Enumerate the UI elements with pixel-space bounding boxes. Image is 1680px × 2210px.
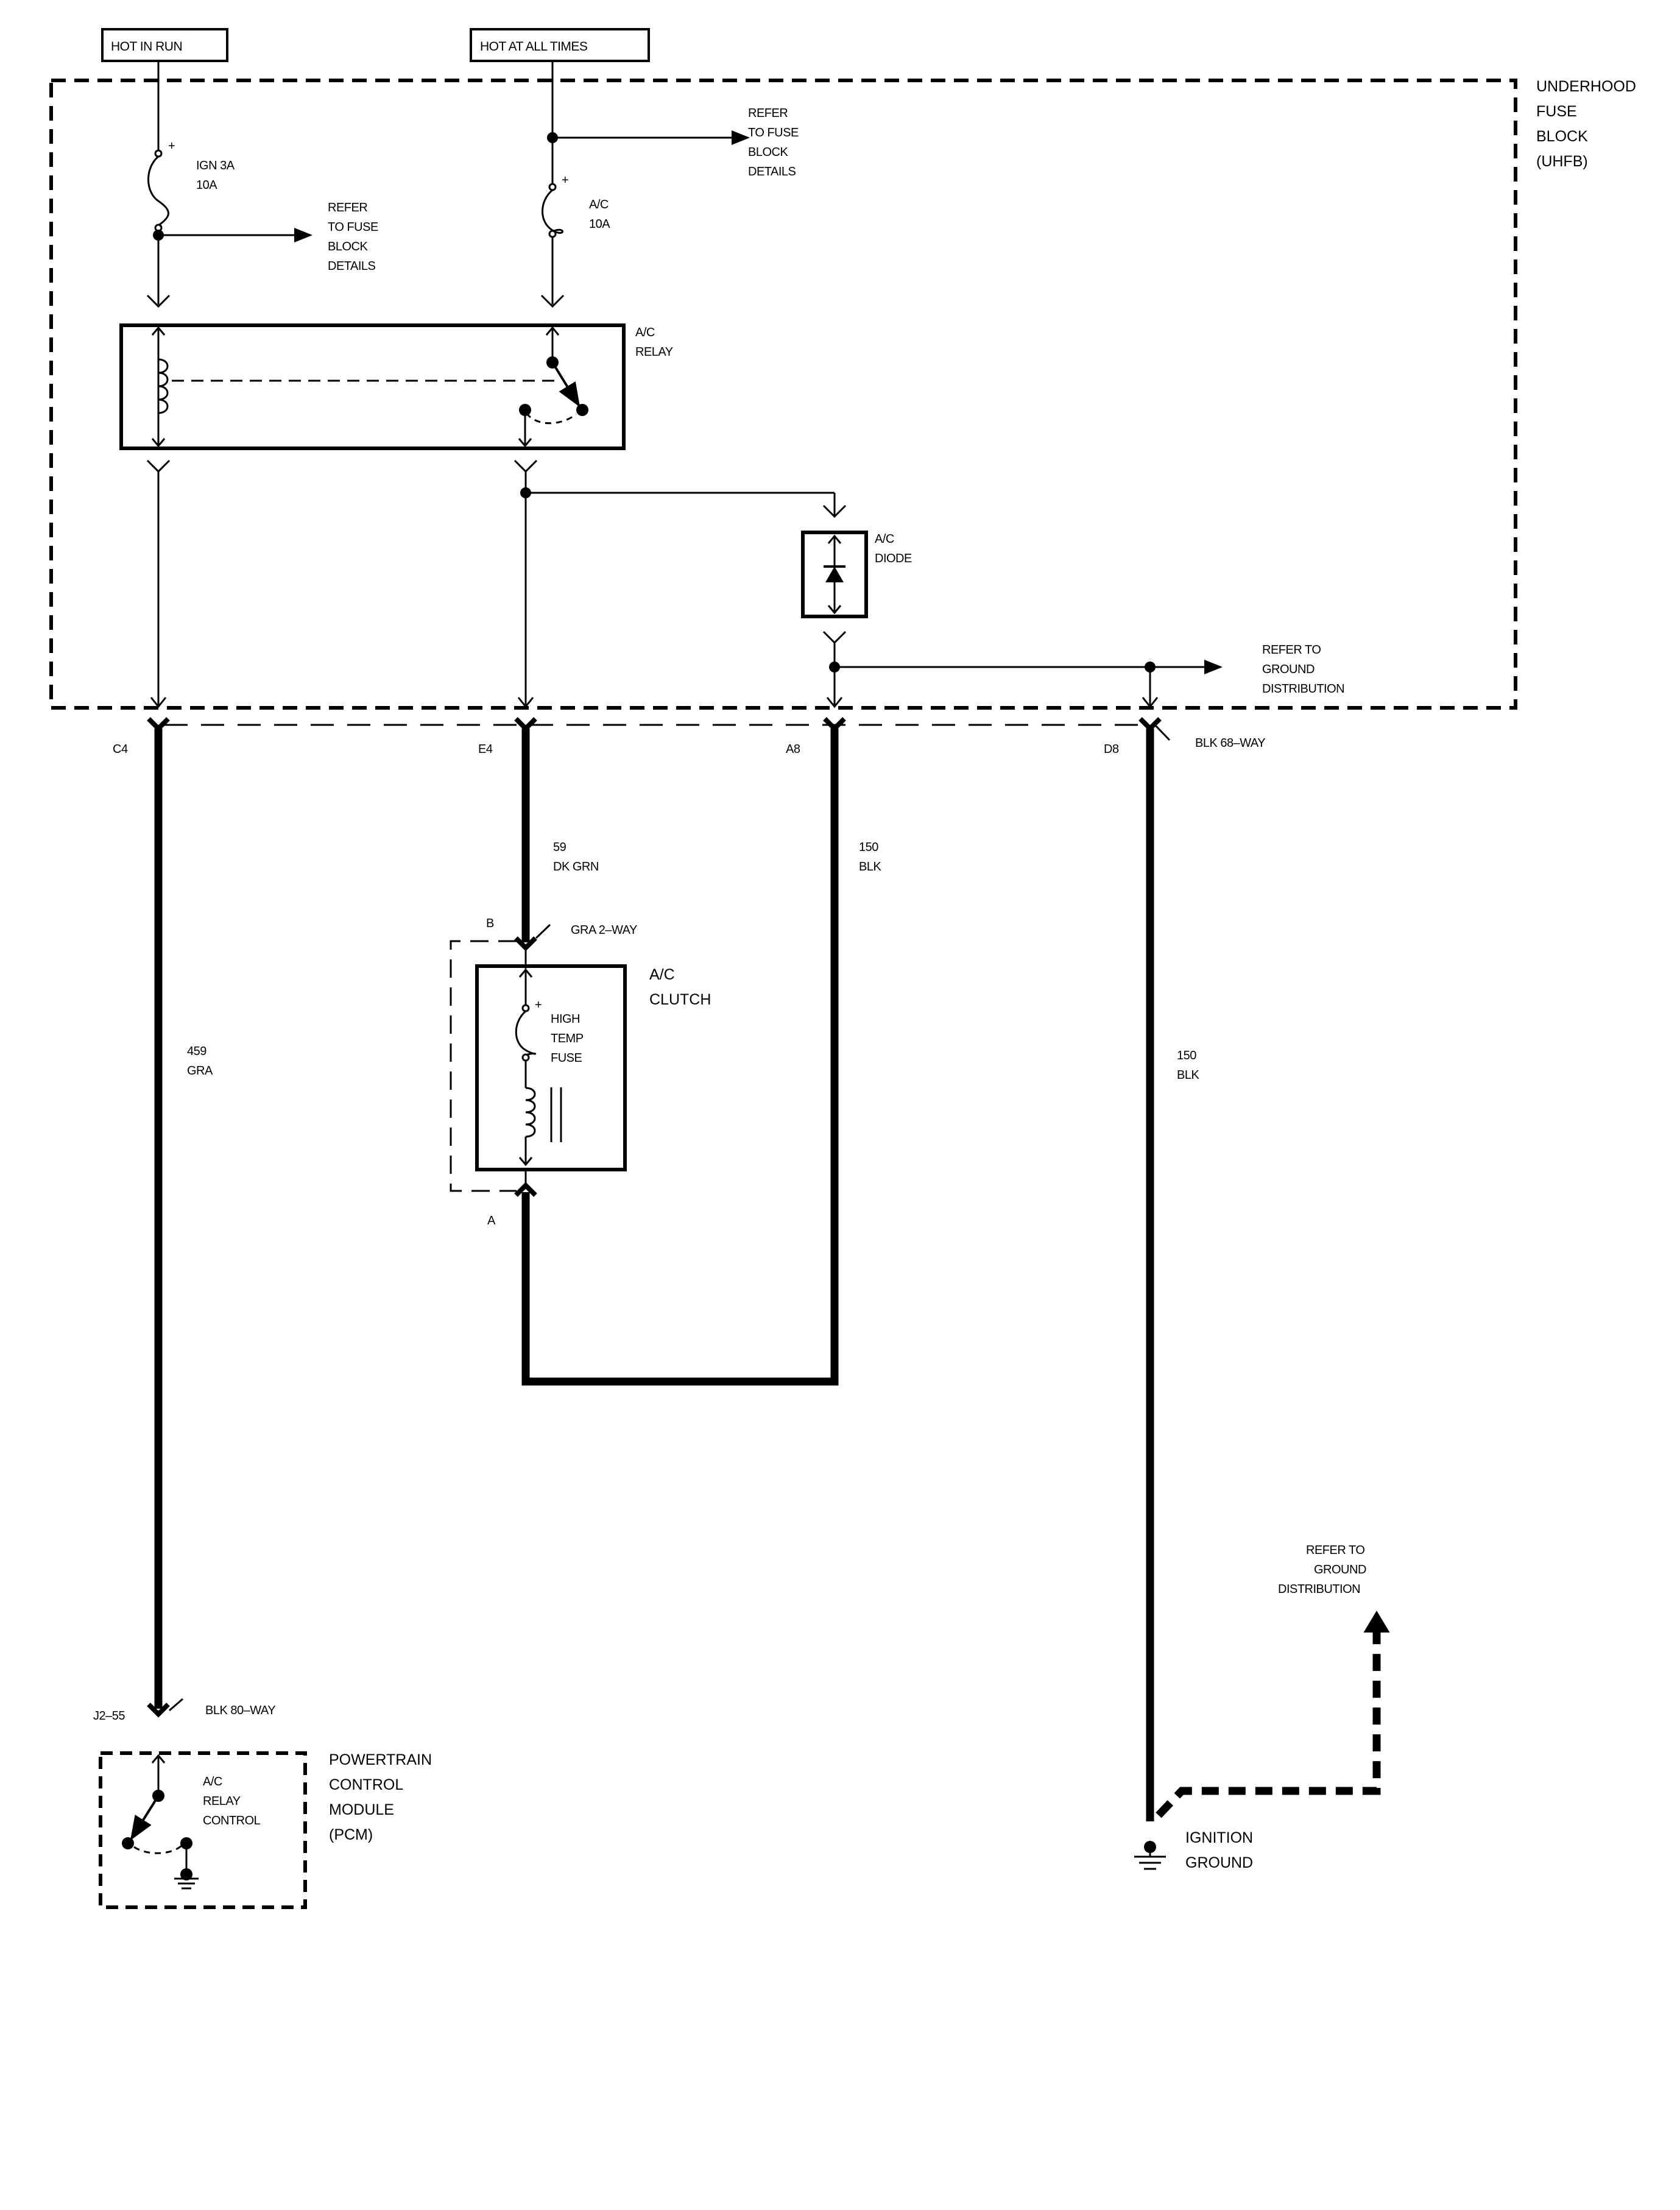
refer-fuse-right-line-1: REFER <box>748 107 788 120</box>
diode-label-line-2: DIODE <box>875 552 912 565</box>
refer-fuse-right-line-4: DETAILS <box>748 165 796 178</box>
clutch-label-line-2: CLUTCH <box>649 991 711 1008</box>
pcm-label-line-4: (PCM) <box>329 1826 373 1843</box>
refer-fuse-left-line-3: BLOCK <box>328 240 368 253</box>
relay-terminal-87-connector <box>514 459 538 473</box>
ground-distribution-path <box>1156 1625 1381 1818</box>
relay-switch-contact <box>576 404 588 416</box>
ac-clutch: + HIGH TEMP FUSE A/C CLUTCH <box>475 948 711 1188</box>
clutch-fuse-line-3: FUSE <box>551 1051 582 1065</box>
pcm-pin-label: J2–55 <box>93 1709 125 1723</box>
clutch-fuse-plus: + <box>535 998 542 1012</box>
hot-at-all-times-source: HOT AT ALL TIMES <box>470 28 650 62</box>
refer-ground-bottom-line-2: GROUND <box>1314 1563 1366 1576</box>
refer-ground-bottom-line-3: DISTRIBUTION <box>1278 1583 1360 1596</box>
ac-fuse-circuit: REFER TO FUSE BLOCK DETAILS + A/C 10A <box>540 61 799 308</box>
clutch-fuse-line-1: HIGH <box>551 1012 580 1026</box>
wire-150a-circuit: 150 <box>859 841 878 854</box>
pcm-connector-name: BLK 80–WAY <box>205 1704 275 1717</box>
ac-fuse-name: A/C <box>589 198 609 211</box>
ground-distribution-arrow <box>1363 1611 1390 1633</box>
relay-terminal-85-connector <box>146 294 171 308</box>
uhfb-label-line-2: FUSE <box>1536 103 1577 120</box>
pcm-label-line-2: CONTROL <box>329 1776 403 1793</box>
refer-ground-top-line-3: DISTRIBUTION <box>1262 682 1344 696</box>
wire-459-color: GRA <box>187 1064 213 1078</box>
ac-fuse-rating: 10A <box>589 217 610 231</box>
ac-fuse-symbol <box>542 189 563 234</box>
pcm-label-line-1: POWERTRAIN <box>329 1751 432 1768</box>
pcm-connector: J2–55 BLK 80–WAY <box>93 1698 276 1723</box>
pin-e4-label: E4 <box>478 743 493 756</box>
ign3a-fuse-rating: 10A <box>196 178 217 192</box>
relay-label-line-2: RELAY <box>635 345 673 359</box>
refer-fuse-left-line-2: TO FUSE <box>328 221 378 234</box>
relay-terminal-86-connector <box>146 459 171 473</box>
pcm-module: A/C RELAY CONTROL POWERTRAIN CONTROL MOD… <box>99 1751 432 1909</box>
wire-150b-circuit: 150 <box>1177 1049 1196 1062</box>
pcm-switch-blade <box>130 1795 160 1841</box>
pcm-pin-mark <box>147 1703 170 1718</box>
refer-fuse-right-line-3: BLOCK <box>748 146 788 159</box>
uhfb-label-line-3: BLOCK <box>1536 128 1588 145</box>
refer-fuse-right-line-2: TO FUSE <box>748 126 799 139</box>
uhfb-outline <box>49 79 1517 710</box>
wire-150-blk-clutch-return <box>521 729 839 1386</box>
clutch-fuse-line-2: TEMP <box>551 1032 584 1045</box>
pin-c4-label: C4 <box>113 743 128 756</box>
refer-fuse-left-line-1: REFER <box>328 201 367 214</box>
ignition-ground: IGNITION GROUND <box>1134 1829 1253 1871</box>
ground-label-line-2: GROUND <box>1185 1854 1253 1871</box>
uhfb-label-line-4: (UHFB) <box>1536 153 1588 170</box>
hot-in-run-source: HOT IN RUN <box>101 28 228 62</box>
refer-ground-top-line-2: GROUND <box>1262 663 1315 676</box>
pin-a8-mark <box>823 717 846 732</box>
clutch-connector-name: GRA 2–WAY <box>571 923 637 937</box>
uhfb-label: UNDERHOOD FUSE BLOCK (UHFB) <box>1536 78 1636 170</box>
relay-switch-blade <box>551 361 581 408</box>
clutch-pin-b-label: B <box>486 917 494 930</box>
pin-e4-mark <box>514 717 537 732</box>
refer-ground-top-line-1: REFER TO <box>1262 643 1321 657</box>
relay-terminal-30-connector <box>540 294 565 308</box>
pcm-switch-line-3: CONTROL <box>203 1814 261 1827</box>
wire-59-color: DK GRN <box>553 860 599 874</box>
ign3a-circuit: + IGN 3A 10A REFER TO FUSE BLOCK DETAILS <box>146 61 378 308</box>
ac-fuse-plus: + <box>562 174 568 187</box>
uhfb-connector-name: BLK 68–WAY <box>1195 736 1265 750</box>
relay-coil-symbol <box>158 358 169 414</box>
clutch-label-line-1: A/C <box>649 966 675 983</box>
uhfb-connector: C4 E4 A8 D8 BLK 68–WAY <box>113 724 1266 756</box>
wire-59-circuit: 59 <box>553 841 566 854</box>
hot-in-run-label: HOT IN RUN <box>111 40 182 54</box>
hot-at-all-times-label: HOT AT ALL TIMES <box>480 40 588 54</box>
wire-150a-color: BLK <box>859 860 881 874</box>
wire-459-circuit: 459 <box>187 1045 206 1058</box>
ign3a-fuse-symbol <box>147 155 169 227</box>
refer-ground-bottom-line-1: REFER TO <box>1306 1544 1364 1557</box>
diode-out-connector <box>822 630 847 644</box>
refer-fuse-left-line-4: DETAILS <box>328 259 376 273</box>
ign3a-fuse-name: IGN 3A <box>196 159 235 172</box>
ac-relay: A/C RELAY <box>119 323 673 450</box>
diode-label-line-1: A/C <box>875 532 894 546</box>
ground-label-line-1: IGNITION <box>1185 1829 1253 1846</box>
pin-a8-label: A8 <box>786 743 800 756</box>
pcm-switch-line-2: RELAY <box>203 1795 241 1808</box>
pcm-switch-line-1: A/C <box>203 1775 222 1788</box>
clutch-pin-a-label: A <box>487 1214 496 1227</box>
high-temp-fuse-symbol <box>515 1010 537 1056</box>
pin-c4-mark <box>147 717 170 732</box>
pcm-label-line-3: MODULE <box>329 1801 394 1818</box>
uhfb-label-line-1: UNDERHOOD <box>1536 78 1636 95</box>
clutch-coil-symbol <box>525 1087 536 1138</box>
ign3a-fuse-plus: + <box>168 139 175 153</box>
relay-label-line-1: A/C <box>635 326 655 339</box>
wire-150b-color: BLK <box>1177 1068 1199 1082</box>
diode-symbol <box>825 567 844 582</box>
pcm-switch-contact <box>122 1837 134 1849</box>
ac-diode: A/C DIODE <box>801 531 912 618</box>
pin-d8-label: D8 <box>1104 743 1119 756</box>
